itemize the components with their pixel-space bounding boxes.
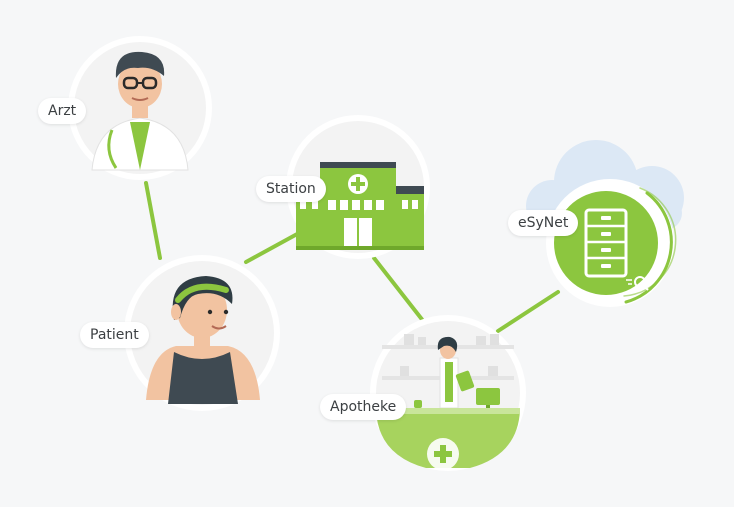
node-apotheke [370, 315, 526, 471]
node-arzt [68, 36, 212, 180]
node-patient [124, 255, 280, 411]
label-esynet: eSyNet [508, 210, 579, 236]
connector-station-apotheke [372, 256, 426, 324]
doctor-avatar-icon [91, 51, 189, 171]
connector-apotheke-esynet [496, 290, 560, 333]
label-patient: Patient [80, 322, 149, 348]
label-apotheke: Apotheke [320, 394, 407, 420]
connector-arzt-patient [144, 181, 162, 260]
connectors [144, 181, 560, 333]
pharmacist-counter-icon [376, 334, 520, 470]
label-station: Station [256, 176, 326, 202]
patient-avatar-icon [146, 276, 260, 404]
connector-patient-station [244, 231, 301, 264]
filing-cabinet-search-icon [584, 208, 649, 291]
label-arzt: Arzt [38, 98, 87, 124]
